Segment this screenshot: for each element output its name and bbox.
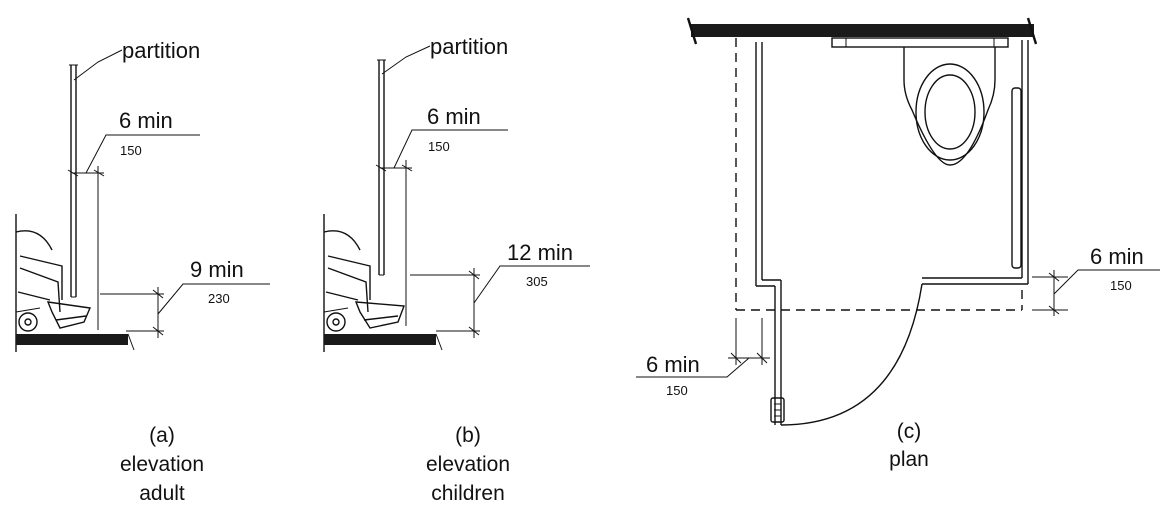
dim-right-value-c: 6 min [1090,244,1144,269]
floor-a [16,334,128,345]
partition-label-b: partition [430,34,508,59]
dim-bottom-b [410,265,590,338]
dim-right-c [1032,269,1160,316]
dim-bottom-value-a: 9 min [190,257,244,282]
dim-left-c [636,318,770,378]
partition-leader-b [381,45,431,75]
wheelchair-b [323,214,405,352]
dim-top-metric-a: 150 [120,143,142,158]
rear-grab-bar [831,37,1009,48]
wheelchair-a [15,214,92,352]
dim-top-metric-b: 150 [428,139,450,154]
dim-top-b [375,129,508,326]
partition-a [69,64,78,298]
caption-line2-a: adult [139,482,185,505]
back-wall [691,24,1034,37]
panel-c-plan: 6 min 150 6 min 150 (c) plan [636,17,1160,471]
toilet [903,47,996,166]
dim-bottom-metric-b: 305 [526,274,548,289]
dim-bottom-value-b: 12 min [507,240,573,265]
panel-a-elevation-adult: partition 6 min 150 [15,38,270,505]
floor-b [324,334,436,345]
dim-top-value-b: 6 min [427,104,481,129]
caption-letter-c: (c) [897,420,922,443]
floor-break-a [127,333,135,351]
partition-leader-a [73,49,123,81]
panel-b-elevation-children: partition 6 min 150 [323,34,590,505]
toe-clearance-outline [735,38,1023,311]
caption-line1-c: plan [889,448,929,471]
dim-bottom-metric-a: 230 [208,291,230,306]
right-partition [922,40,1029,285]
caption-letter-b: (b) [455,424,481,447]
caption-letter-a: (a) [149,424,175,447]
dim-left-metric-c: 150 [666,383,688,398]
caption-line1-b: elevation [426,453,510,476]
partition-label-a: partition [122,38,200,63]
dim-right-metric-c: 150 [1110,278,1132,293]
dim-top-value-a: 6 min [119,108,173,133]
dim-top-a [67,134,200,330]
side-grab-bar [1011,87,1022,269]
left-partition [755,42,781,287]
caption-line1-a: elevation [120,453,204,476]
caption-line2-b: children [431,482,505,505]
stall-door [770,280,923,426]
floor-break-b [435,333,443,351]
dim-bottom-a [100,283,270,338]
dim-left-value-c: 6 min [646,352,700,377]
